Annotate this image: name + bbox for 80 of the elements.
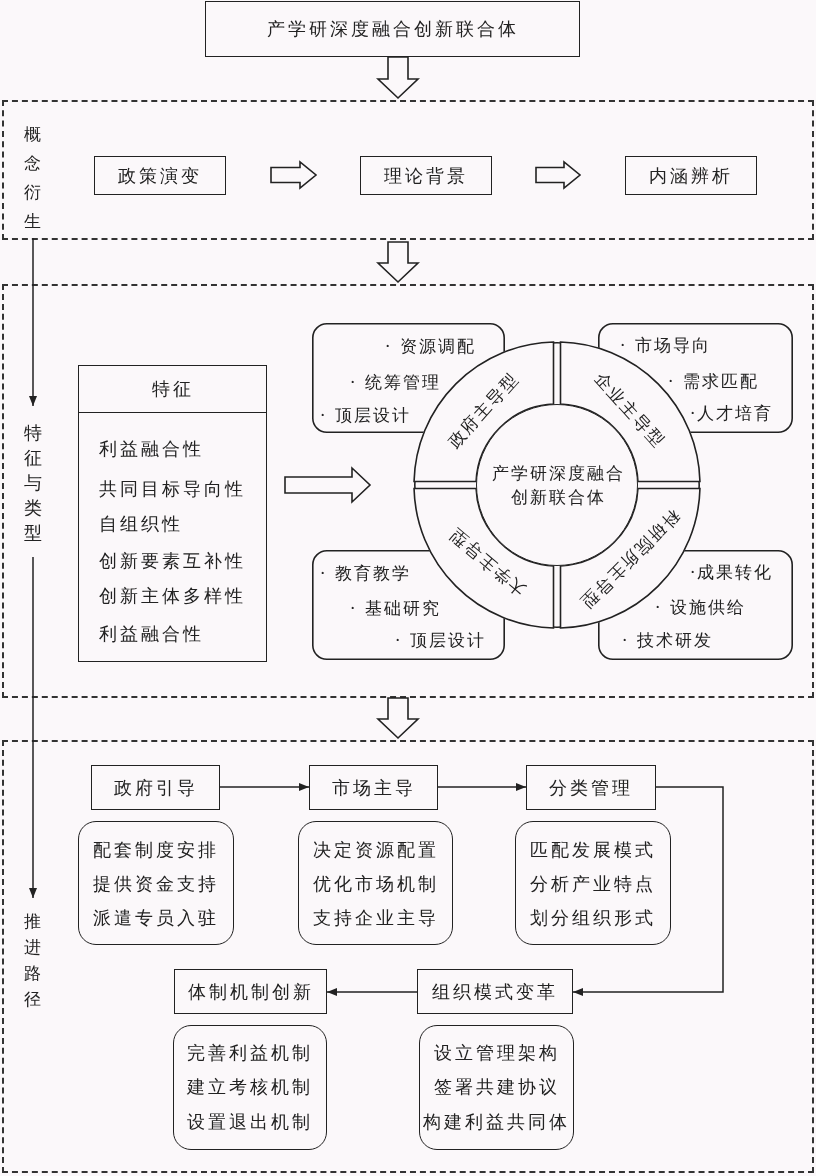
list-item: · 市场导向 bbox=[620, 334, 711, 357]
dashed-section-frame bbox=[2, 284, 814, 698]
list-item: ·成果转化 bbox=[690, 561, 774, 584]
vertical-label: 概念衍生 bbox=[24, 120, 41, 236]
feature-box bbox=[78, 365, 267, 662]
hollow-block-arrow bbox=[376, 56, 420, 100]
arrow bbox=[29, 237, 37, 407]
arrow bbox=[219, 783, 310, 791]
list-item: · 需求匹配 bbox=[668, 370, 759, 393]
box-label: 分类管理 bbox=[549, 775, 633, 800]
box-label: 产学研深度融合创新联合体 bbox=[266, 17, 519, 41]
process-box bbox=[417, 969, 573, 1014]
list-item: · 顶层设计 bbox=[395, 629, 486, 652]
process-box bbox=[625, 156, 757, 195]
list-item: 优化市场机制 bbox=[312, 873, 439, 897]
arrow bbox=[437, 783, 527, 791]
list-item: 支持企业主导 bbox=[312, 907, 439, 931]
process-box bbox=[174, 969, 327, 1014]
box-label: 政策演变 bbox=[118, 163, 202, 188]
list-item: 匹配发展模式 bbox=[530, 839, 656, 863]
list-item: · 教育教学 bbox=[320, 562, 411, 585]
list-item: · 设施供给 bbox=[655, 596, 746, 619]
rounded-box bbox=[173, 1025, 327, 1150]
box-header: 特征 bbox=[151, 377, 194, 401]
list-item: · 统筹管理 bbox=[350, 371, 441, 394]
rounded-box bbox=[78, 821, 234, 945]
box-label: 体制机制创新 bbox=[187, 979, 314, 1004]
list-item: · 技术研发 bbox=[622, 629, 713, 652]
list-item: 完善利益机制 bbox=[187, 1042, 313, 1066]
box-label: 政府引导 bbox=[113, 775, 198, 800]
center-label: 产学研深度融合创新联合体 bbox=[490, 462, 626, 509]
hollow-block-arrow bbox=[376, 241, 420, 284]
list-item: 自组织性 bbox=[99, 512, 184, 537]
segment-label: 政府主导型 bbox=[442, 367, 524, 454]
process-box bbox=[91, 765, 220, 810]
list-item: 签署共建协议 bbox=[433, 1076, 560, 1100]
rounded-box bbox=[419, 1025, 574, 1150]
list-item: 共同目标导向性 bbox=[99, 477, 247, 502]
segment-label: 大学主导型 bbox=[443, 522, 531, 602]
box-label: 市场主导 bbox=[331, 775, 416, 800]
vertical-label: 推进路径 bbox=[24, 908, 41, 1012]
hollow-block-arrow bbox=[284, 466, 372, 504]
dashed-section-frame bbox=[2, 100, 814, 240]
list-item: 配套制度安排 bbox=[93, 839, 219, 863]
hollow-block-arrow bbox=[270, 160, 318, 190]
arrow bbox=[572, 786, 724, 996]
list-item: · 资源调配 bbox=[385, 335, 476, 358]
rounded-box bbox=[515, 821, 671, 945]
arrow bbox=[326, 988, 418, 996]
box-label: 组织模式变革 bbox=[432, 979, 558, 1004]
list-item: · 基础研究 bbox=[350, 597, 441, 620]
list-item: 提供资金支持 bbox=[93, 873, 219, 897]
process-box bbox=[360, 156, 492, 195]
hollow-block-arrow bbox=[535, 160, 582, 190]
hollow-block-arrow bbox=[376, 697, 420, 740]
list-item: 利益融合性 bbox=[99, 437, 205, 462]
box-label: 内涵辨析 bbox=[649, 163, 733, 188]
segment-label: 企业主导型 bbox=[589, 367, 670, 454]
list-item: 分析产业特点 bbox=[530, 873, 656, 897]
list-item: 划分组织形式 bbox=[530, 907, 656, 931]
process-box bbox=[94, 156, 226, 195]
list-item: ·人才培育 bbox=[690, 402, 774, 425]
list-item: 创新要素互补性 bbox=[99, 549, 247, 574]
list-item: · 顶层设计 bbox=[320, 404, 411, 427]
rounded-box bbox=[298, 821, 453, 945]
process-box bbox=[309, 765, 438, 810]
process-box bbox=[205, 1, 580, 57]
list-item: 决定资源配置 bbox=[312, 839, 439, 863]
process-box bbox=[526, 765, 656, 810]
list-item: 创新主体多样性 bbox=[99, 584, 247, 609]
list-item: 利益融合性 bbox=[99, 622, 205, 647]
list-item: 设立管理架构 bbox=[433, 1042, 560, 1066]
box-label: 理论背景 bbox=[384, 163, 468, 188]
vertical-label: 特征与类型 bbox=[24, 420, 42, 545]
list-item: 派遣专员入驻 bbox=[93, 907, 219, 931]
list-item: 构建利益共同体 bbox=[423, 1111, 570, 1135]
arrow bbox=[29, 556, 37, 899]
list-item: 建立考核机制 bbox=[187, 1076, 313, 1100]
dashed-section-frame bbox=[2, 740, 814, 1173]
list-item: 设置退出机制 bbox=[187, 1111, 313, 1135]
